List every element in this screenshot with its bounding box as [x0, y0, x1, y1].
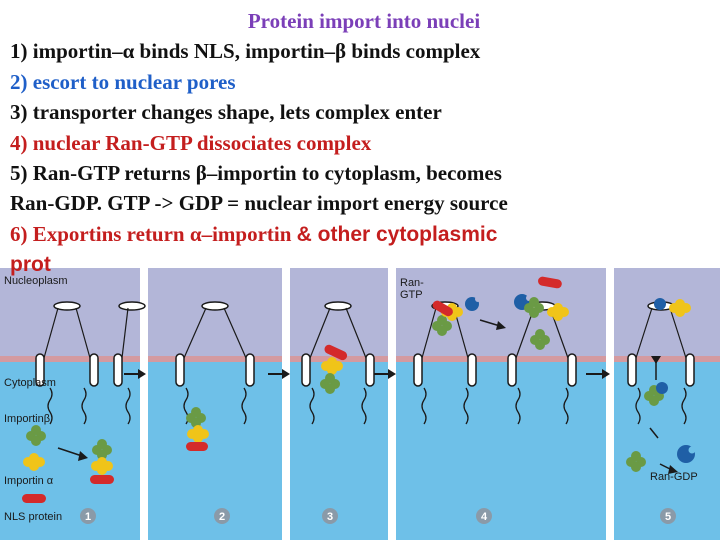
step-badge-1 [80, 508, 96, 524]
panel-4-molecules [432, 276, 569, 350]
panel-3 [290, 268, 388, 540]
step-5-continued-text: Ran-GDP. GTP -> GDP = nuclear import ene… [10, 191, 508, 216]
slide-title: Protein import into nuclei [247, 9, 481, 33]
panel-1-molecules [22, 425, 114, 503]
label-ran-gtp-line2: GTP [400, 289, 423, 301]
transition-arrow-1 [124, 369, 146, 379]
figure-svg: 1 2 3 4 5 Nucleoplasm Cytoplasm Importin… [0, 268, 720, 540]
step-6-text: 6) Exportins return α–importin & other c… [10, 219, 718, 250]
step-2-text: 2) escort to nuclear pores [10, 69, 236, 94]
step-badge-5 [660, 508, 676, 524]
label-importin-beta: Importinβ [4, 413, 50, 425]
step-6-continued-text: prot [10, 253, 51, 277]
pore-1b [113, 301, 146, 425]
slide-text: Protein import into nuclei 1) importin–α… [10, 6, 718, 281]
panel-4 [396, 268, 606, 540]
label-importin-alpha: Importin α [4, 475, 54, 487]
panel-3-molecules [320, 344, 348, 394]
step-number-4: 4 [481, 511, 488, 523]
label-cytoplasm: Cytoplasm [4, 377, 56, 389]
step-5-text: 5) Ran-GTP returns β–importin to cytopla… [10, 161, 502, 186]
step-number-5: 5 [665, 511, 671, 523]
step-6-sans-part: & other cytoplasmic [296, 222, 498, 246]
transition-arrow-4 [586, 369, 610, 379]
step-badges: 1 2 3 4 5 [80, 508, 676, 524]
step-1-text: 1) importin–α binds NLS, importin–β bind… [10, 39, 481, 64]
panel-2 [148, 268, 282, 540]
pore-2 [175, 301, 255, 425]
pore-5 [627, 301, 695, 425]
step-3-text: 3) transporter changes shape, lets compl… [10, 100, 442, 125]
panel-2-molecules [186, 407, 209, 451]
pore-3 [301, 301, 375, 425]
label-ran-gdp: Ran-GDP [650, 471, 698, 483]
step-4-text: 4) nuclear Ran-GTP dissociates complex [10, 130, 372, 155]
panel-5-molecules [626, 298, 696, 474]
step-number-2: 2 [219, 511, 225, 523]
label-nucleoplasm: Nucleoplasm [4, 275, 68, 287]
step-number-1: 1 [85, 511, 91, 523]
panel-1 [0, 268, 140, 540]
nuclear-import-figure: 1 2 3 4 5 Nucleoplasm Cytoplasm Importin… [0, 268, 720, 540]
label-ran-gtp-line1: Ran- [400, 277, 424, 289]
step-badge-2 [214, 508, 230, 524]
pore-1a [35, 301, 99, 425]
label-nls-protein: NLS protein [4, 511, 62, 523]
step-number-3: 3 [327, 511, 333, 523]
step-6-serif-part: 6) Exportins return α–importin [10, 221, 297, 246]
step-badge-3 [322, 508, 338, 524]
step-badge-4 [476, 508, 492, 524]
transition-arrow-3 [374, 369, 396, 379]
transition-arrow-2 [268, 369, 290, 379]
